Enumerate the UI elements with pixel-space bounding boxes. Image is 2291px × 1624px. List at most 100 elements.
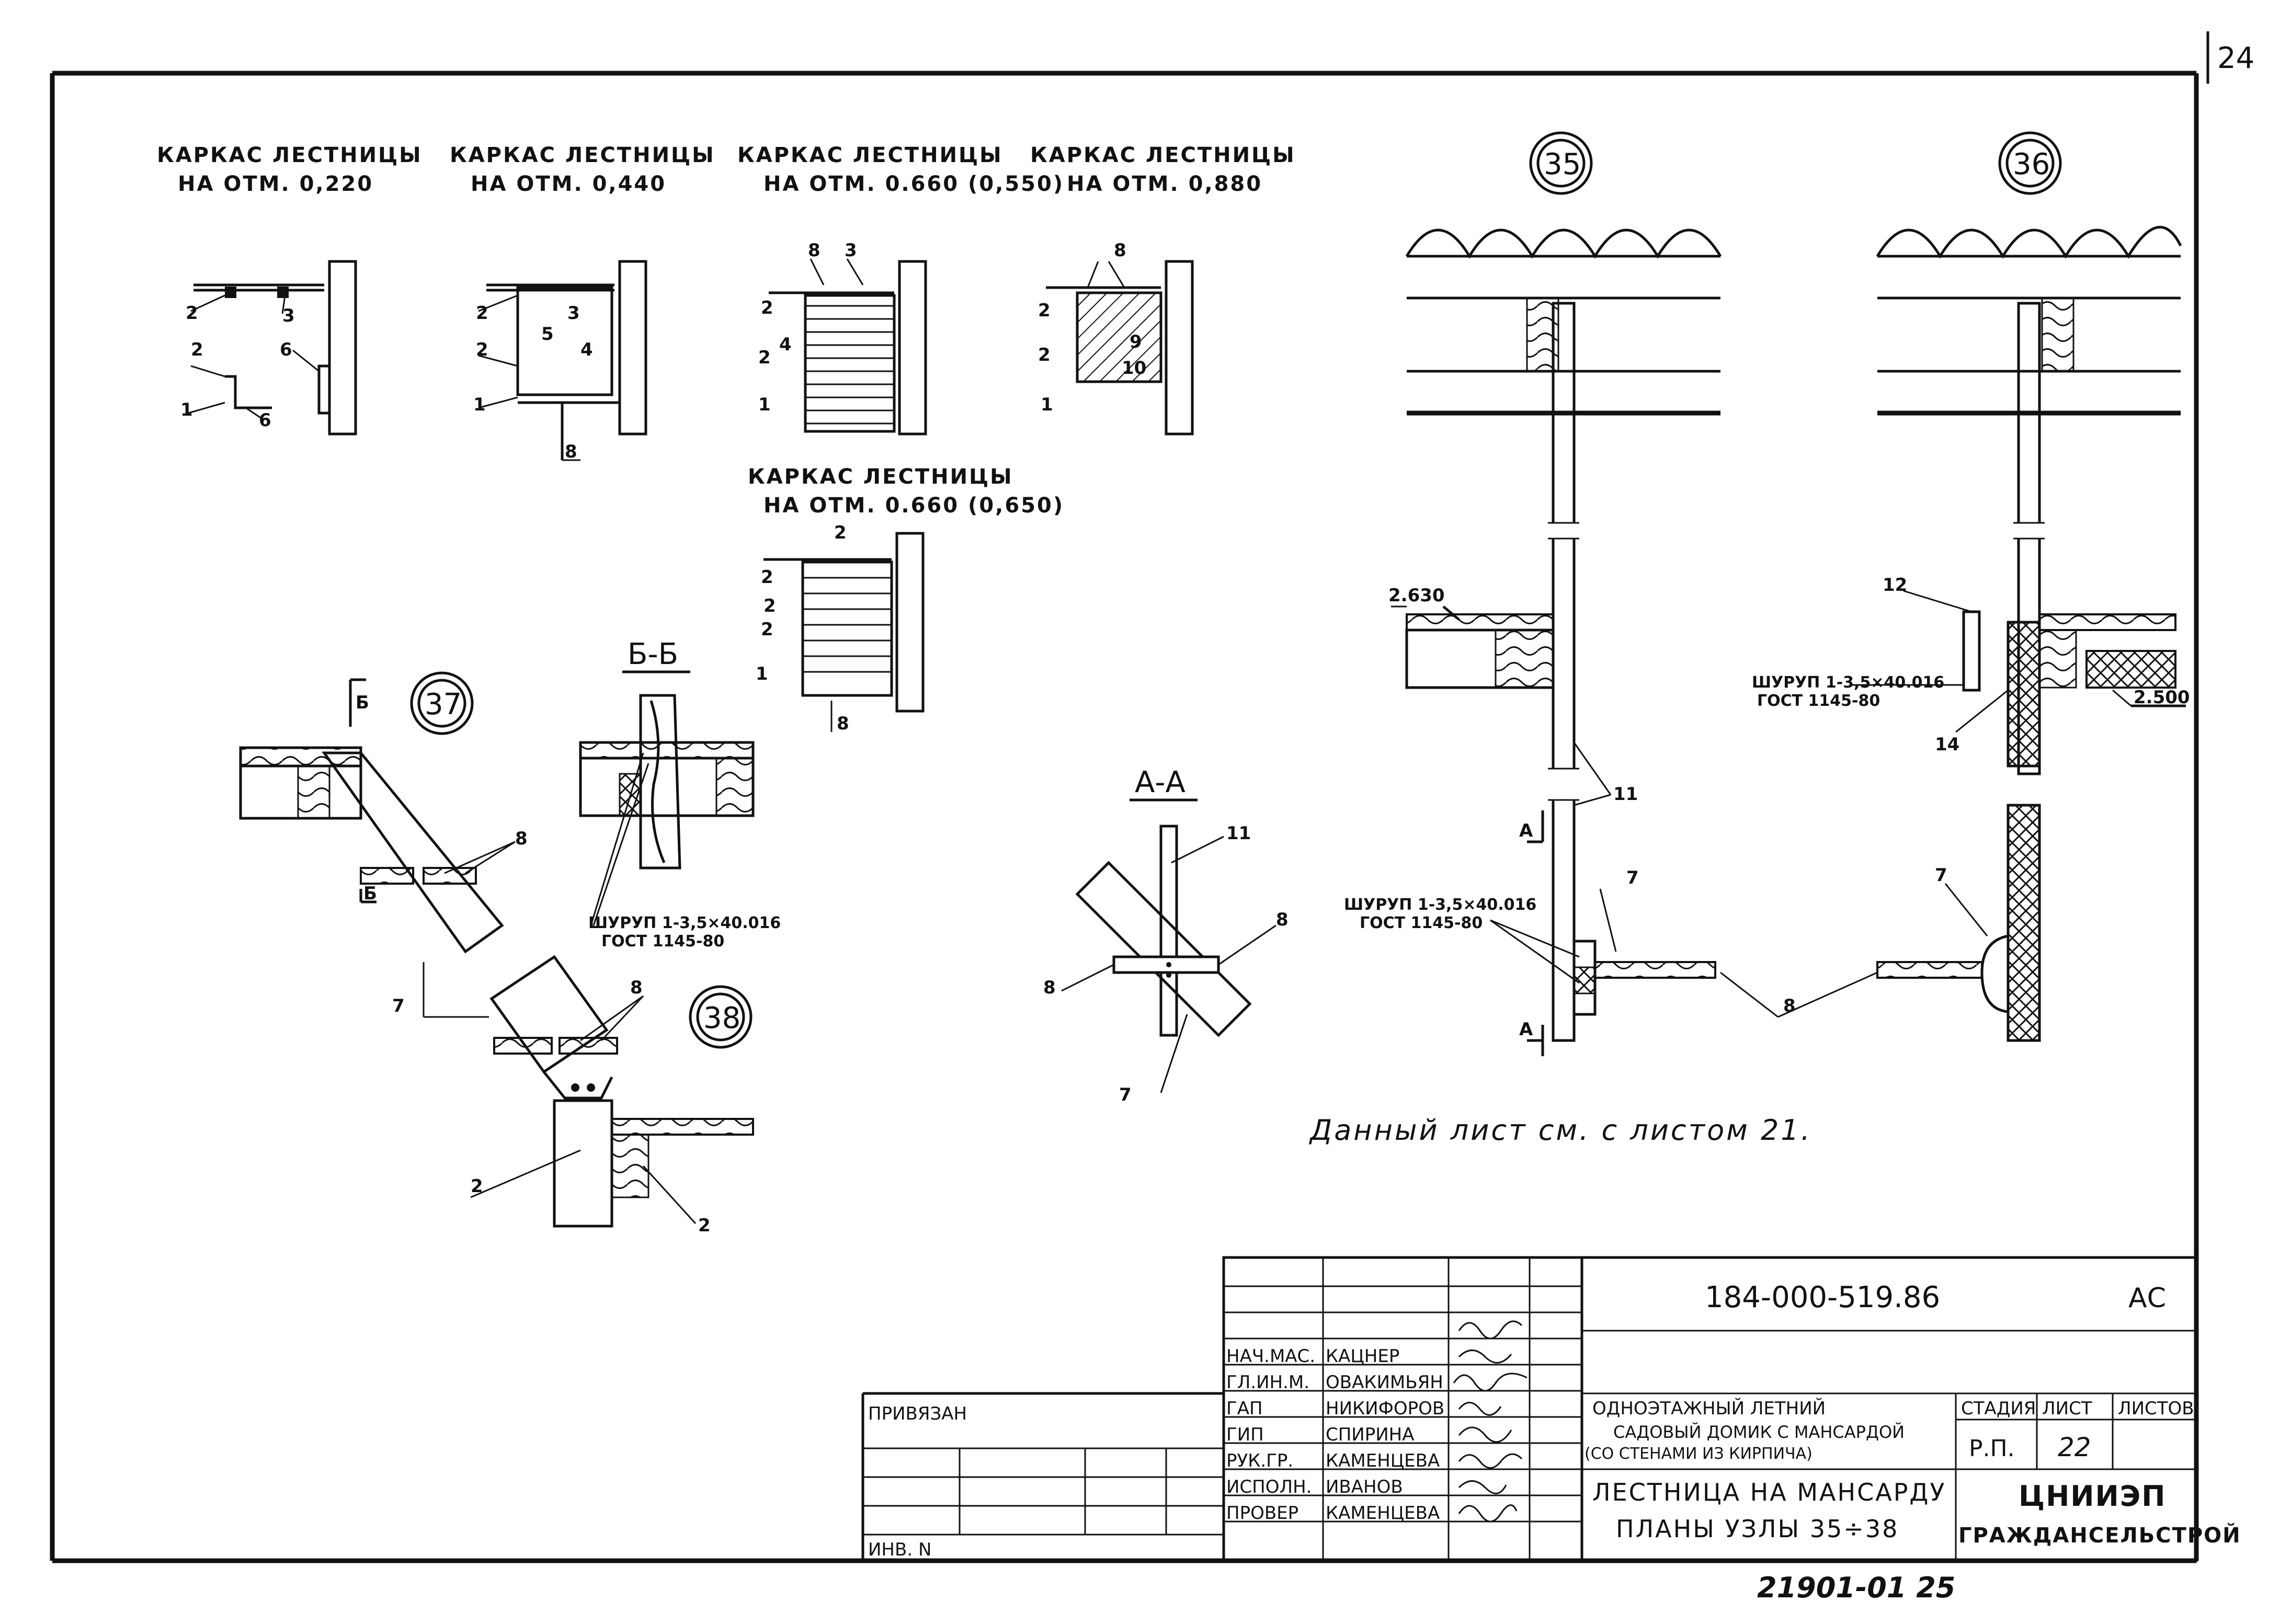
- signature-scribbles: [1453, 1320, 1528, 1523]
- node-38-drawing: 8 7 2 2: [392, 955, 754, 1236]
- svg-text:КАРКАС ЛЕСТНИЦЫ: КАРКАС ЛЕСТНИЦЫ: [1030, 143, 1296, 167]
- svg-text:12: 12: [1883, 575, 1907, 596]
- svg-text:2: 2: [471, 1176, 483, 1197]
- svg-text:2: 2: [834, 522, 847, 543]
- svg-text:6: 6: [259, 410, 271, 431]
- svg-text:2: 2: [186, 303, 198, 324]
- title-block: ПРИВЯЗАН ИНВ. N НАЧ.МАС. КАЦНЕР ГЛ.ИН.М.…: [861, 1256, 2241, 1562]
- svg-text:7: 7: [1119, 1084, 1132, 1105]
- svg-text:А: А: [1519, 1019, 1533, 1040]
- node-36-drawing: 12 ШУРУП 1-3,5×40.016 ГОСТ 1145-80 14 2.…: [1752, 225, 2190, 1042]
- svg-text:ГОСТ 1145-80: ГОСТ 1145-80: [1360, 914, 1483, 932]
- svg-text:2: 2: [761, 567, 773, 588]
- leader-part-8: 8: [1720, 971, 1878, 1018]
- svg-text:2: 2: [758, 347, 771, 368]
- svg-text:ГИП: ГИП: [1226, 1424, 1264, 1445]
- caption-frame-1: КАРКАС ЛЕСТНИЦЫ НА ОТМ. 0,220: [157, 143, 421, 196]
- svg-text:3: 3: [845, 240, 857, 261]
- frame-sketch-3: 8 3 2 4 2 1: [758, 240, 927, 436]
- svg-text:11: 11: [1226, 823, 1251, 844]
- svg-text:2: 2: [761, 298, 773, 318]
- svg-text:ЦНИИЭП: ЦНИИЭП: [2019, 1480, 2167, 1513]
- svg-text:7: 7: [1626, 867, 1639, 888]
- svg-text:1: 1: [758, 394, 771, 415]
- svg-text:2: 2: [1038, 345, 1051, 365]
- svg-text:ПРИВЯЗАН: ПРИВЯЗАН: [868, 1403, 967, 1424]
- svg-text:КАМЕНЦЕВА: КАМЕНЦЕВА: [1326, 1503, 1440, 1524]
- svg-text:ГОСТ 1145-80: ГОСТ 1145-80: [601, 932, 724, 951]
- svg-text:ГРАЖДАНСЕЛЬСТРОЙ: ГРАЖДАНСЕЛЬСТРОЙ: [1958, 1523, 2241, 1548]
- svg-text:ИНВ. N: ИНВ. N: [868, 1539, 931, 1560]
- signature-rows: НАЧ.МАС. КАЦНЕР ГЛ.ИН.М. ОВАКИМЬЯН ГАП Н…: [1226, 1346, 1444, 1524]
- node-36-marker: 36: [1998, 131, 2062, 195]
- svg-text:8: 8: [1783, 996, 1796, 1016]
- svg-text:ЛИСТОВ: ЛИСТОВ: [2118, 1398, 2194, 1419]
- frame-sketch-2: 2 3 5 4 2 1 8: [473, 260, 647, 462]
- svg-text:38: 38: [703, 1001, 740, 1035]
- svg-text:ПРОВЕР: ПРОВЕР: [1226, 1503, 1298, 1524]
- svg-text:Б-Б: Б-Б: [628, 637, 678, 671]
- svg-text:ГЛ.ИН.М.: ГЛ.ИН.М.: [1226, 1372, 1309, 1393]
- svg-text:2: 2: [191, 339, 203, 360]
- svg-text:8: 8: [1276, 909, 1289, 930]
- svg-text:Р.П.: Р.П.: [1969, 1435, 2015, 1462]
- svg-text:2: 2: [1038, 300, 1051, 321]
- svg-text:6: 6: [280, 339, 292, 360]
- svg-text:9: 9: [1130, 331, 1142, 352]
- svg-text:РУК.ГР.: РУК.ГР.: [1226, 1450, 1293, 1471]
- frame-sketch-1: 2 3 2 6 1 6: [180, 260, 357, 436]
- svg-text:ШУРУП 1-3,5×40.016: ШУРУП 1-3,5×40.016: [1752, 673, 1944, 692]
- svg-text:НА ОТМ. 0.660 (0,550): НА ОТМ. 0.660 (0,550): [763, 172, 1064, 196]
- node-35-marker: 35: [1529, 131, 1593, 195]
- svg-text:А-А: А-А: [1135, 765, 1186, 799]
- svg-text:37: 37: [425, 688, 462, 722]
- svg-text:Б: Б: [356, 692, 369, 713]
- section-aa: А-А 11 8 8 7: [1043, 765, 1289, 1105]
- svg-text:3: 3: [567, 303, 580, 324]
- svg-text:2: 2: [476, 303, 488, 324]
- svg-text:ПЛАНЫ УЗЛЫ 35÷38: ПЛАНЫ УЗЛЫ 35÷38: [1616, 1515, 1899, 1543]
- node-37-marker: 37: [410, 671, 474, 735]
- section-bb: Б-Б ШУРУП 1-3,5×40.016 ГОСТ 1145-80: [579, 637, 781, 951]
- see-note: Данный лист см. с листом 21.: [1309, 1114, 1812, 1147]
- svg-text:НА ОТМ. 0,220: НА ОТМ. 0,220: [178, 172, 373, 196]
- svg-text:ЛЕСТНИЦА НА МАНСАРДУ: ЛЕСТНИЦА НА МАНСАРДУ: [1592, 1478, 1946, 1506]
- svg-text:ЛИСТ: ЛИСТ: [2042, 1398, 2092, 1419]
- svg-text:НИКИФОРОВ: НИКИФОРОВ: [1326, 1398, 1444, 1419]
- svg-text:7: 7: [392, 996, 405, 1016]
- svg-text:36: 36: [2013, 147, 2050, 181]
- page-number: 24: [2217, 41, 2254, 75]
- svg-text:8: 8: [515, 828, 528, 849]
- doc-type: АС: [2128, 1283, 2166, 1314]
- frame-sketch-5: 2 2 2 2 1 8: [756, 522, 925, 734]
- svg-text:А: А: [1519, 820, 1533, 841]
- svg-text:8: 8: [808, 240, 820, 261]
- svg-text:1: 1: [756, 664, 768, 684]
- svg-text:(СО СТЕНАМИ ИЗ КИРПИЧА): (СО СТЕНАМИ ИЗ КИРПИЧА): [1585, 1445, 1813, 1463]
- svg-text:НАЧ.МАС.: НАЧ.МАС.: [1226, 1346, 1315, 1367]
- svg-text:1: 1: [1041, 394, 1053, 415]
- svg-text:2: 2: [476, 339, 488, 360]
- svg-text:ШУРУП 1-3,5×40.016: ШУРУП 1-3,5×40.016: [1344, 896, 1536, 914]
- svg-text:ОДНОЭТАЖНЫЙ ЛЕТНИЙ: ОДНОЭТАЖНЫЙ ЛЕТНИЙ: [1592, 1398, 1826, 1419]
- bottom-code: 21901-01 25: [1757, 1571, 1955, 1604]
- svg-text:1: 1: [180, 399, 193, 420]
- node-35-drawing: 2.630 11 А 7 ШУРУП 1-3,5×40.016 ГОСТ 114…: [1344, 228, 1722, 1056]
- svg-text:22: 22: [2058, 1432, 2091, 1462]
- svg-text:35: 35: [1544, 147, 1581, 181]
- svg-text:4: 4: [580, 339, 593, 360]
- svg-text:СПИРИНА: СПИРИНА: [1326, 1424, 1415, 1445]
- svg-text:10: 10: [1122, 358, 1146, 379]
- svg-text:НА ОТМ. 0,440: НА ОТМ. 0,440: [471, 172, 666, 196]
- frame-sketch-4: 8 2 9 10 2 1: [1038, 240, 1194, 436]
- doc-code: 184-000-519.86: [1705, 1280, 1940, 1314]
- svg-text:2.630: 2.630: [1388, 585, 1445, 606]
- svg-text:ГОСТ 1145-80: ГОСТ 1145-80: [1757, 692, 1880, 710]
- svg-text:КАЦНЕР: КАЦНЕР: [1326, 1346, 1399, 1367]
- svg-text:НА ОТМ. 0.660 (0,650): НА ОТМ. 0.660 (0,650): [763, 494, 1064, 518]
- svg-text:8: 8: [1043, 977, 1056, 998]
- caption-frame-4: КАРКАС ЛЕСТНИЦЫ НА ОТМ. 0,880: [1030, 143, 1296, 196]
- svg-text:Б: Б: [363, 883, 377, 904]
- svg-text:КАРКАС ЛЕСТНИЦЫ: КАРКАС ЛЕСТНИЦЫ: [748, 465, 1013, 489]
